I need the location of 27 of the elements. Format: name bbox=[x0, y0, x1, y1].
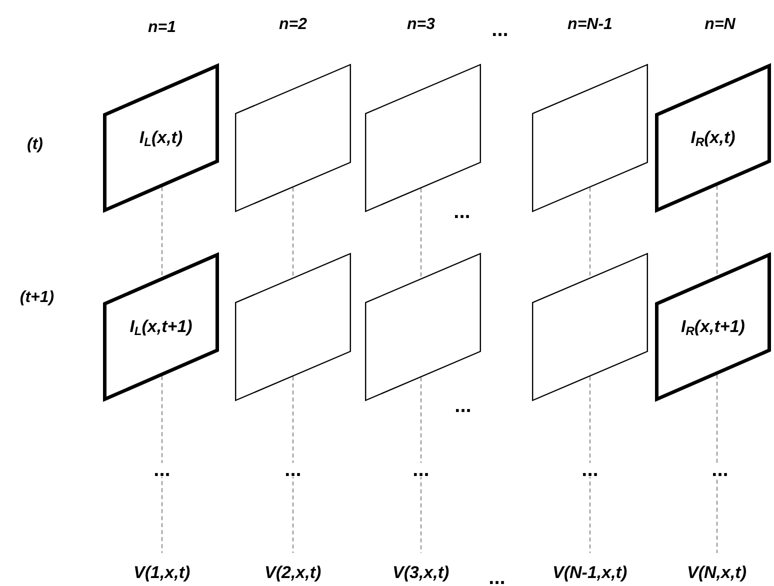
dashed-line bbox=[716, 374, 718, 554]
dashed-line bbox=[292, 376, 294, 554]
ellipsis: ... bbox=[710, 463, 730, 477]
frame-label: I$_{R}$(x,t+1) bbox=[680, 317, 746, 340]
row-index: (t+1) bbox=[20, 288, 54, 308]
variable-label: V(3,x,t) bbox=[392, 563, 450, 582]
dashed-line bbox=[716, 185, 718, 276]
dashed-line bbox=[420, 188, 422, 279]
row-index: (t) bbox=[27, 135, 43, 155]
column-index: n=3 bbox=[407, 15, 435, 35]
frame-label: I$_{R}$(x,t) bbox=[690, 128, 736, 151]
frame-label: I$_{L}$(x,t+1) bbox=[128, 317, 194, 340]
column-index: n=2 bbox=[279, 15, 307, 35]
variable-label: V(1,x,t) bbox=[134, 563, 190, 582]
frame-label: I$_{L}$(x,t) bbox=[138, 128, 184, 151]
variable-label: V(N-1,x,t) bbox=[552, 563, 628, 582]
ellipsis: ... bbox=[412, 463, 430, 477]
ellipsis: ... bbox=[284, 463, 302, 477]
ellipsis: ... bbox=[580, 463, 600, 477]
dashed-line bbox=[420, 376, 422, 554]
column-index: n=N-1 bbox=[568, 15, 612, 35]
dashed-line bbox=[292, 187, 294, 278]
ellipsis: ... bbox=[152, 463, 172, 477]
variable-label: V(N,x,t) bbox=[687, 563, 746, 582]
column-index: n=1 bbox=[148, 18, 176, 38]
variable-label: V(2,x,t) bbox=[264, 563, 322, 582]
column-index: n=N bbox=[704, 15, 736, 35]
